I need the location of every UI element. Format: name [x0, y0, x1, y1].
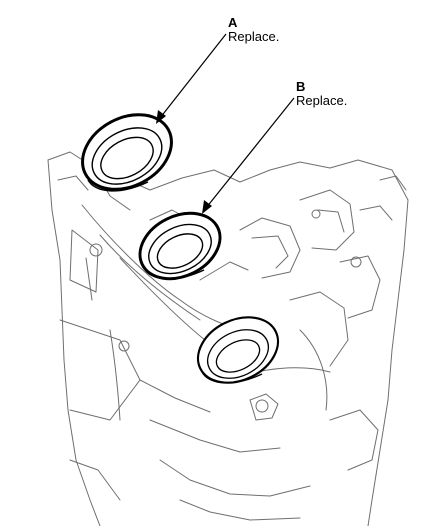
callout-a: A Replace.: [228, 16, 279, 43]
seal-b: [138, 211, 222, 281]
arrowhead-b: [202, 200, 212, 214]
callout-b-note: Replace.: [296, 93, 348, 108]
seal-a: [81, 113, 173, 192]
callout-a-note: Replace.: [228, 29, 280, 44]
callout-b: B Replace.: [296, 80, 347, 107]
callout-a-letter: A: [228, 15, 238, 30]
installed-seal: [196, 316, 280, 384]
callout-b-letter: B: [296, 79, 306, 94]
arrowhead-a: [156, 110, 166, 124]
transmission-housing: [47, 151, 409, 526]
leader-arrowheads: [156, 110, 212, 214]
leader-line-a: [159, 33, 227, 119]
leader-line-b: [205, 97, 295, 209]
leader-lines: [159, 33, 295, 209]
